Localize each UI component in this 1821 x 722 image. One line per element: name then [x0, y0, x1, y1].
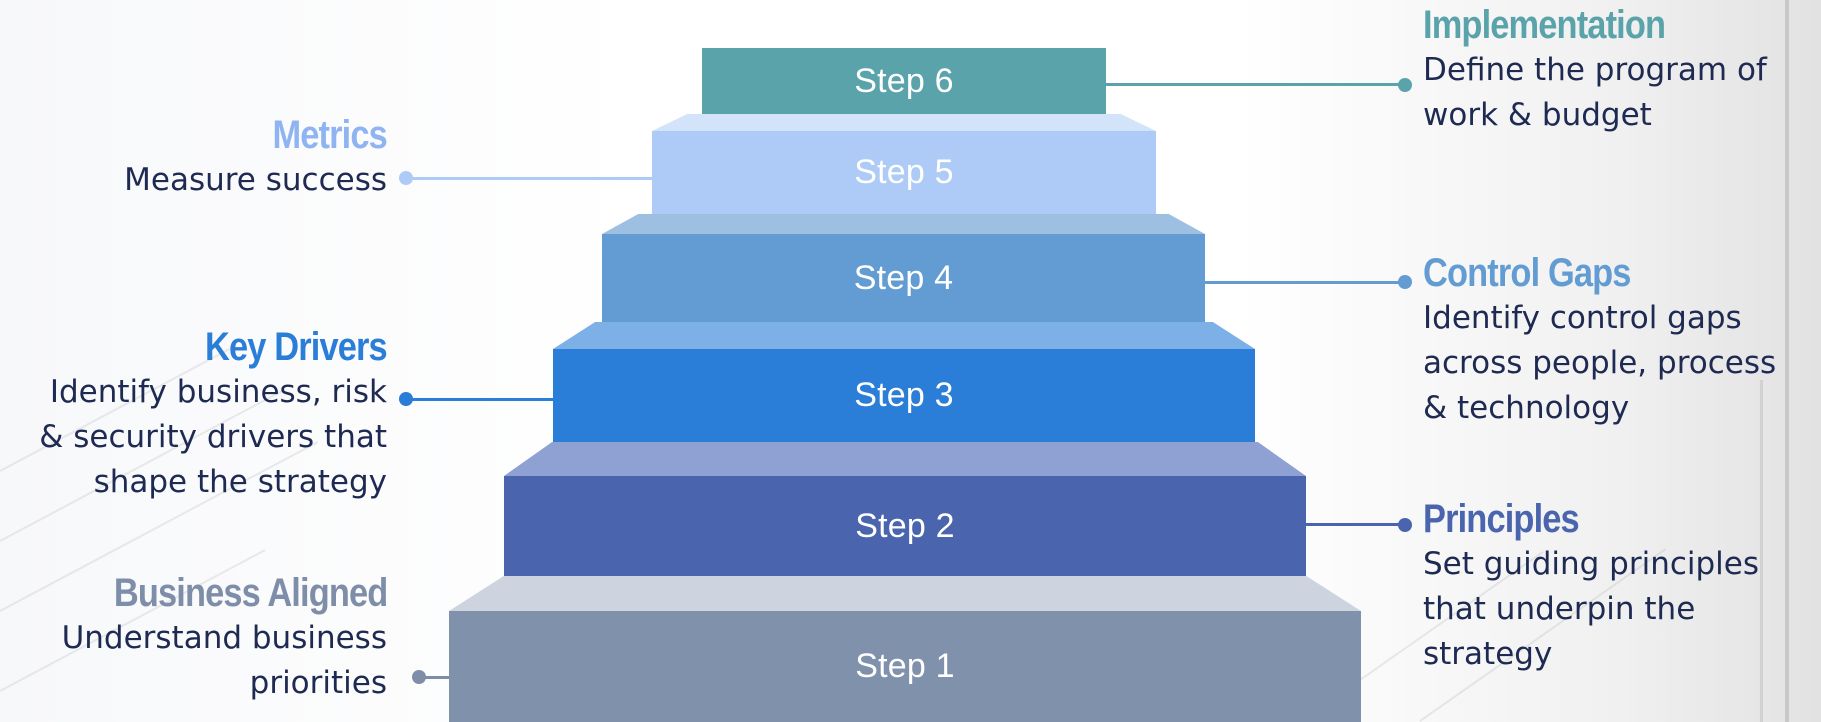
callout-business-aligned-desc-line-1: Understand business	[61, 620, 387, 656]
callout-control-gaps: Control Gaps Identify control gaps acros…	[1423, 250, 1776, 431]
connector-principles	[1306, 523, 1406, 526]
connector-implementation	[1106, 83, 1406, 86]
connector-dot-implementation	[1398, 78, 1412, 92]
step-4-tread	[602, 214, 1205, 234]
connector-dot-metrics	[399, 171, 413, 185]
connector-dot-principles	[1398, 518, 1412, 532]
callout-principles: Principles Set guiding principles that u…	[1423, 496, 1759, 677]
callout-key-drivers-desc-line-2: & security drivers that	[39, 419, 387, 455]
callout-control-gaps-title: Control Gaps	[1423, 251, 1631, 295]
callout-implementation-title: Implementation	[1423, 3, 1666, 47]
step-6-label: Step 6	[854, 61, 954, 100]
step-3-tread	[553, 322, 1255, 349]
step-3-label: Step 3	[854, 376, 954, 414]
step-5-tread	[652, 114, 1156, 131]
callout-principles-desc-line-1: Set guiding principles	[1423, 546, 1760, 582]
callout-key-drivers-desc-line-3: shape the strategy	[93, 464, 387, 500]
connector-dot-business-aligned	[412, 670, 426, 684]
step-3-riser: Step 3	[553, 349, 1255, 442]
step-1-tread	[449, 576, 1361, 611]
step-1-riser: Step 1	[449, 611, 1361, 722]
callout-implementation-desc-line-2: work & budget	[1423, 97, 1652, 133]
callout-control-gaps-desc-line-1: Identify control gaps	[1423, 300, 1742, 336]
step-2-riser: Step 2	[504, 476, 1306, 576]
step-5-riser: Step 5	[652, 131, 1156, 214]
connector-dot-key-drivers	[399, 392, 413, 406]
callout-key-drivers-desc-line-1: Identify business, risk	[49, 374, 387, 410]
callout-principles-desc-line-3: strategy	[1423, 636, 1553, 672]
callout-implementation: Implementation Define the program of wor…	[1423, 2, 1767, 138]
step-4-label: Step 4	[853, 258, 954, 297]
step-5-label: Step 5	[854, 153, 954, 191]
callout-implementation-desc-line-1: Define the program of	[1423, 52, 1767, 88]
callout-key-drivers: Key Drivers Identify business, risk & se…	[39, 324, 388, 505]
callout-business-aligned: Business Aligned Understand business pri…	[61, 570, 388, 706]
callout-metrics-title: Metrics	[272, 113, 388, 157]
callout-control-gaps-desc-line-2: across people, process	[1423, 345, 1777, 381]
step-1-label: Step 1	[855, 647, 955, 685]
callout-business-aligned-title: Business Aligned	[113, 571, 388, 615]
step-2-label: Step 2	[855, 506, 955, 545]
callout-control-gaps-desc-line-3: & technology	[1423, 390, 1630, 426]
callout-key-drivers-title: Key Drivers	[205, 325, 388, 369]
callout-principles-desc-line-2: that underpin the	[1423, 591, 1696, 627]
connector-control-gaps	[1205, 281, 1405, 284]
connector-key-drivers	[407, 398, 553, 401]
callout-business-aligned-desc-line-2: priorities	[249, 665, 387, 701]
callout-metrics-desc-line-1: Measure success	[124, 162, 387, 198]
step-6-riser: Step 6	[702, 48, 1106, 114]
callout-principles-title: Principles	[1423, 497, 1580, 541]
callout-metrics: Metrics Measure success	[124, 112, 388, 203]
connector-metrics	[407, 177, 652, 180]
step-4-riser: Step 4	[602, 234, 1205, 322]
step-2-tread	[504, 442, 1306, 476]
connector-business-aligned	[420, 676, 449, 679]
connector-dot-control-gaps	[1398, 275, 1412, 289]
